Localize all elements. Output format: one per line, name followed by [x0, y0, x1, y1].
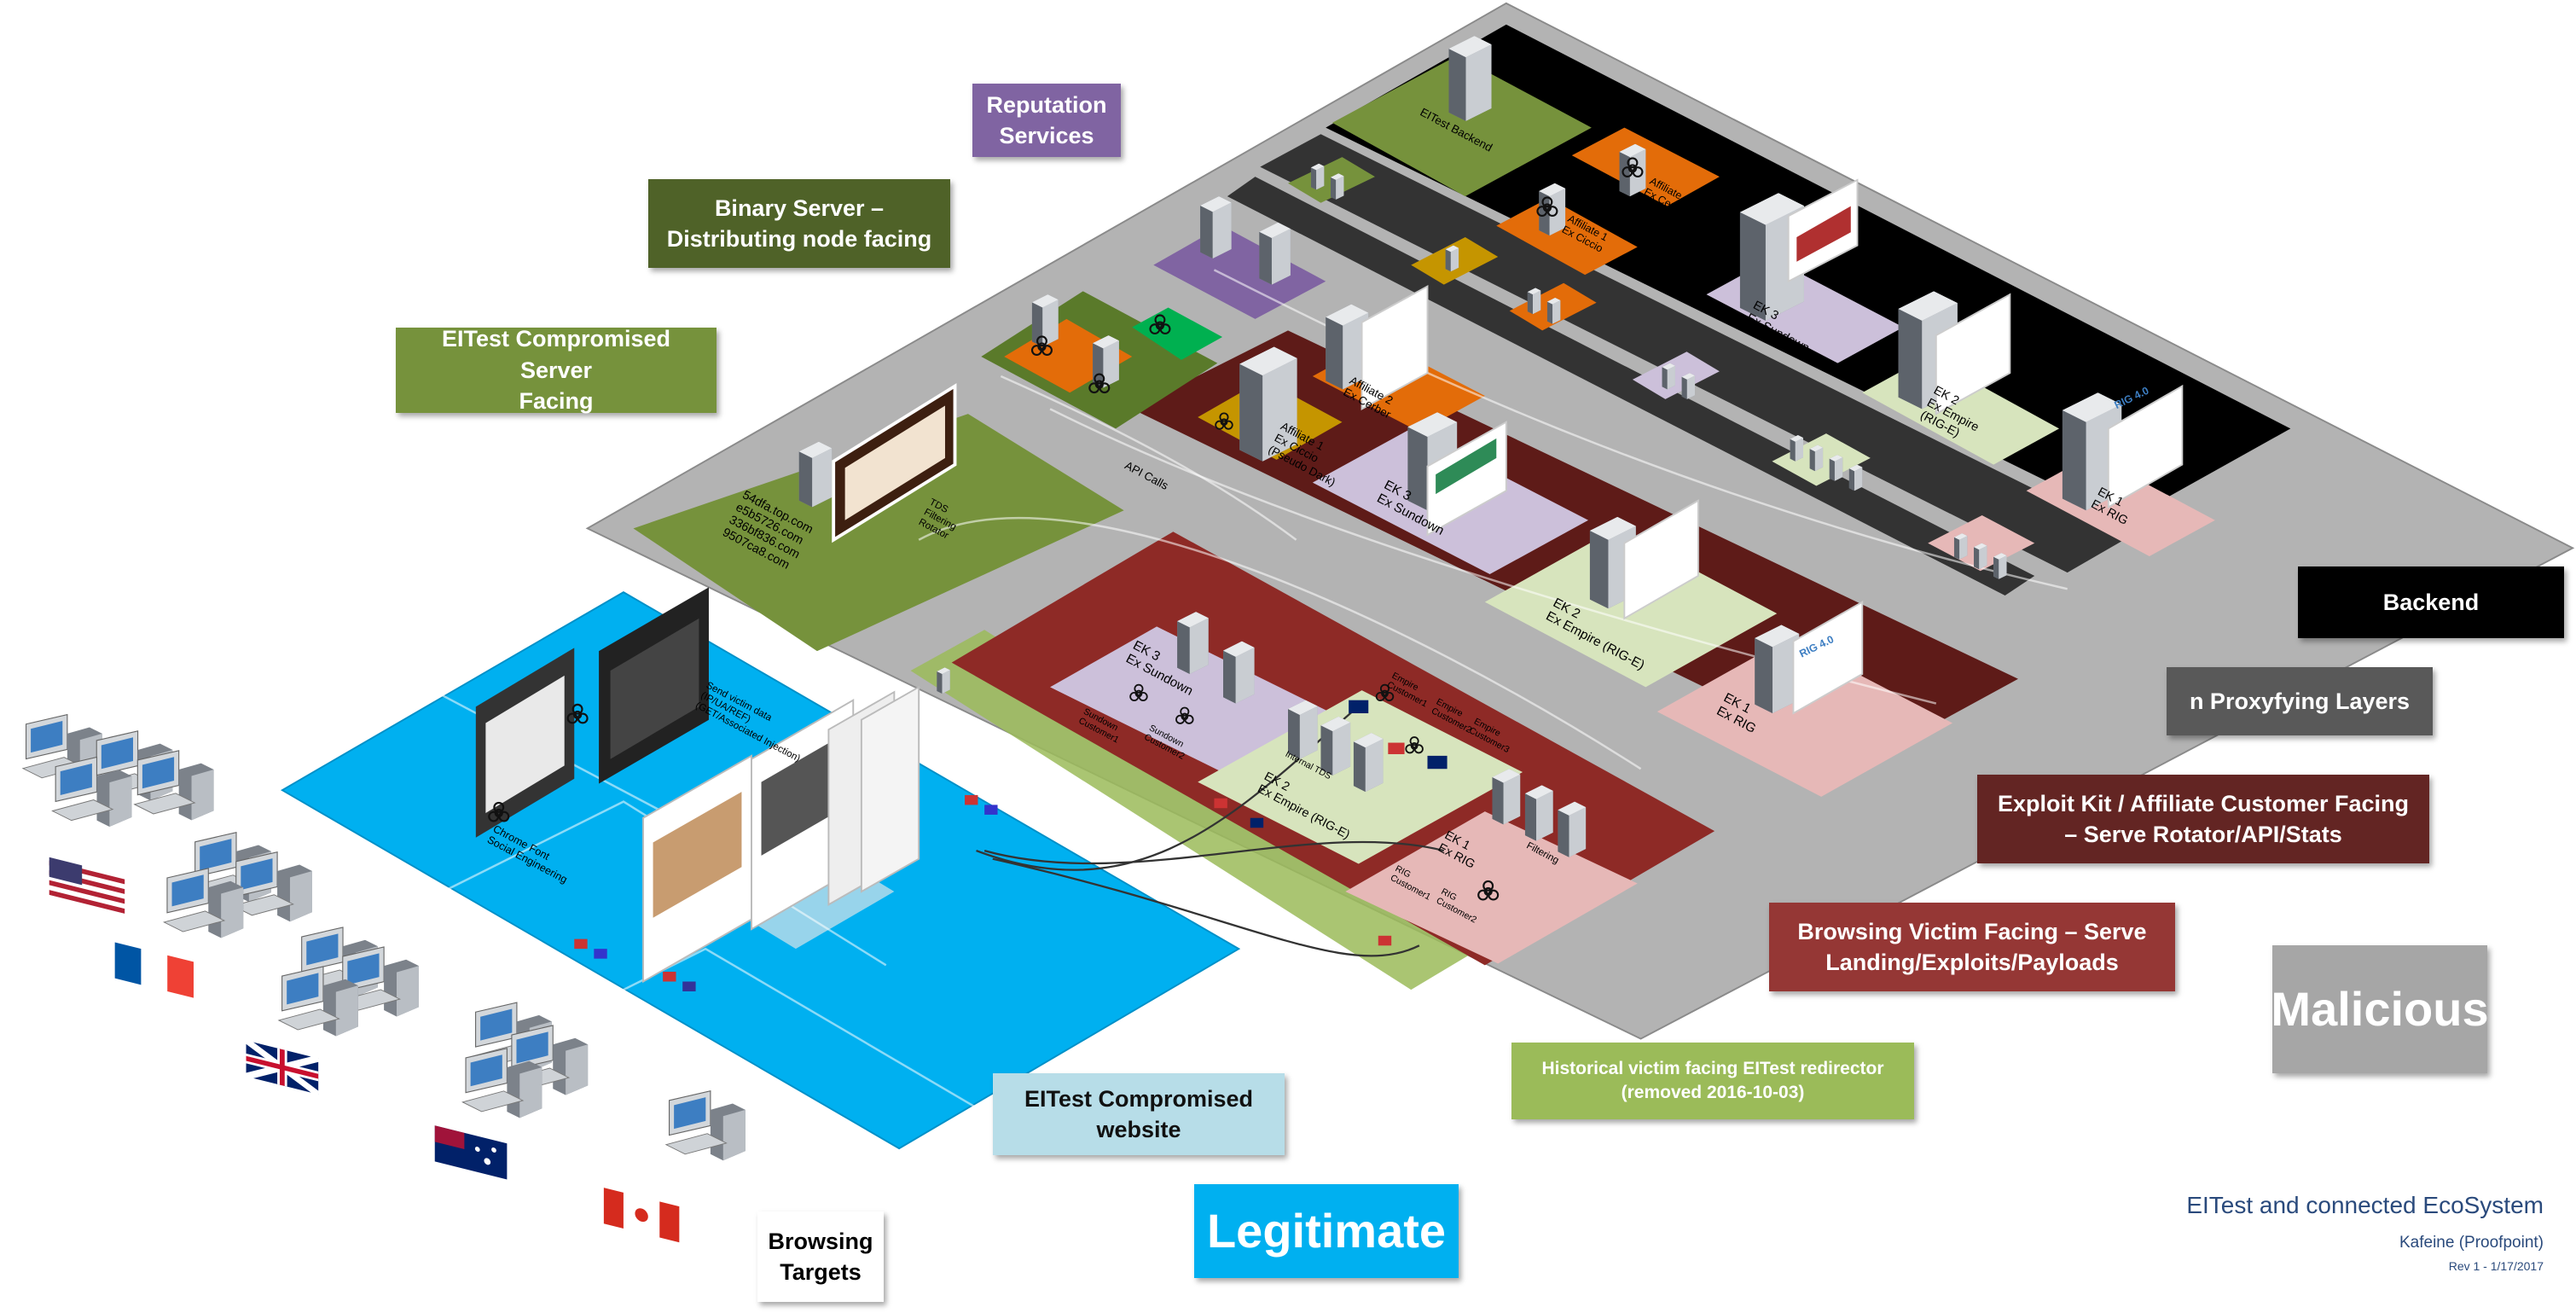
- browsing-targets-label: Browsing Targets: [757, 1211, 884, 1302]
- exploit-kit-label: Exploit Kit / Affiliate Customer Facing …: [1977, 775, 2429, 863]
- historical-redirector-label: Historical victim facing EITest redirect…: [1511, 1043, 1914, 1119]
- eitest-backend-pad: [1332, 55, 1592, 197]
- eitest-compromised-server-label: EITest Compromised Server Facing: [396, 326, 717, 414]
- credits-title: EITest and connected EcoSystem: [2186, 1192, 2544, 1218]
- tds-zone: [633, 414, 1124, 652]
- binary-server-label: Binary Server – Distributing node facing: [648, 179, 950, 268]
- credits-revision: Rev 1 - 1/17/2017: [2448, 1259, 2544, 1273]
- malicious-label: Malicious: [2271, 945, 2489, 1073]
- reputation-pad: [1153, 225, 1326, 319]
- browser-window-icon: [475, 178, 2184, 984]
- reputation-services-label: Reputation Services: [972, 84, 1121, 157]
- backend-zone: [1326, 24, 2291, 520]
- country-flag-icon: [49, 700, 1448, 1243]
- legitimate-label: Legitimate: [1194, 1184, 1459, 1278]
- eitest-website-label: EITest Compromised website: [993, 1073, 1285, 1155]
- proxy-zone: [1260, 134, 2130, 573]
- backend-label: Backend: [2298, 566, 2564, 638]
- credits-author: Kafeine (Proofpoint): [2399, 1234, 2544, 1252]
- proxy-zone-2: [1227, 177, 2035, 595]
- proxy-layers-label: n Proxyfying Layers: [2167, 667, 2433, 735]
- victim-facing-label: Browsing Victim Facing – Serve Landing/E…: [1769, 903, 2175, 991]
- ek1-mid-pad: [1656, 637, 1953, 797]
